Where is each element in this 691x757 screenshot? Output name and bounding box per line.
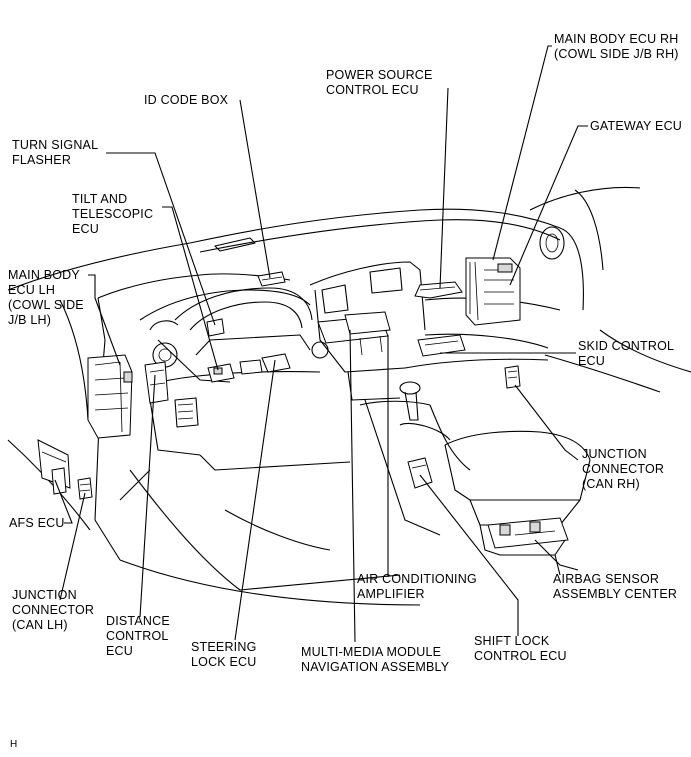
label-tilt-and-telescopic-ecu: TILT AND TELESCOPIC ECU (72, 192, 154, 236)
afs-ecu-part (37, 439, 71, 495)
label-airbag-sensor-assembly-center: AIRBAG SENSOR ASSEMBLY CENTER (553, 572, 678, 601)
label-junction-connector-can-rh: JUNCTION CONNECTOR (CAN RH) (582, 447, 665, 491)
id-code-box-part (257, 271, 286, 287)
label-gateway-ecu: GATEWAY ECU (590, 119, 683, 133)
main-body-ecu-rh-part (465, 257, 521, 326)
label-afs-ecu: AFS ECU (9, 516, 65, 530)
skid-control-ecu-part (417, 334, 466, 357)
steering-lock-ecu-part (239, 353, 291, 375)
lh-small-ecu-part (144, 361, 169, 404)
label-main-body-ecu-lh: MAIN BODY ECU LH (COWL SIDE J/B LH) (8, 268, 84, 327)
label-power-source-control-ecu: POWER SOURCE CONTROL ECU (326, 68, 433, 97)
leader-lines (54, 45, 588, 643)
tilt-telescopic-ecu-part (207, 363, 235, 383)
label-multi-media-module: MULTI-MEDIA MODULE NAVIGATION ASSEMBLY (301, 645, 450, 674)
label-turn-signal-flasher: TURN SIGNAL FLASHER (12, 138, 99, 167)
turn-signal-flasher-part (206, 318, 225, 337)
junction-connector-can-lh-part (77, 477, 93, 500)
shift-lock-control-ecu-part (407, 457, 433, 489)
label-main-body-ecu-rh: MAIN BODY ECU RH (COWL SIDE J/B RH) (554, 32, 679, 61)
components (37, 257, 569, 549)
label-shift-lock-control-ecu: SHIFT LOCK CONTROL ECU (474, 634, 567, 663)
label-junction-connector-can-lh: JUNCTION CONNECTOR (CAN LH) (12, 588, 95, 632)
label-skid-control-ecu: SKID CONTROL ECU (578, 339, 675, 368)
power-source-control-ecu-part (414, 281, 463, 299)
label-air-conditioning-amplifier: AIR CONDITIONING AMPLIFIER (357, 572, 477, 601)
corner-mark: H (10, 739, 18, 750)
label-id-code-box: ID CODE BOX (144, 93, 229, 107)
junction-connector-can-rh-part (504, 365, 521, 389)
main-body-ecu-lh-part (87, 354, 133, 439)
multi-media-module-part (317, 311, 391, 356)
label-distance-control-ecu: DISTANCE CONTROL ECU (106, 614, 170, 658)
airbag-sensor-part (487, 517, 569, 549)
label-steering-lock-ecu: STEERING LOCK ECU (191, 640, 257, 669)
